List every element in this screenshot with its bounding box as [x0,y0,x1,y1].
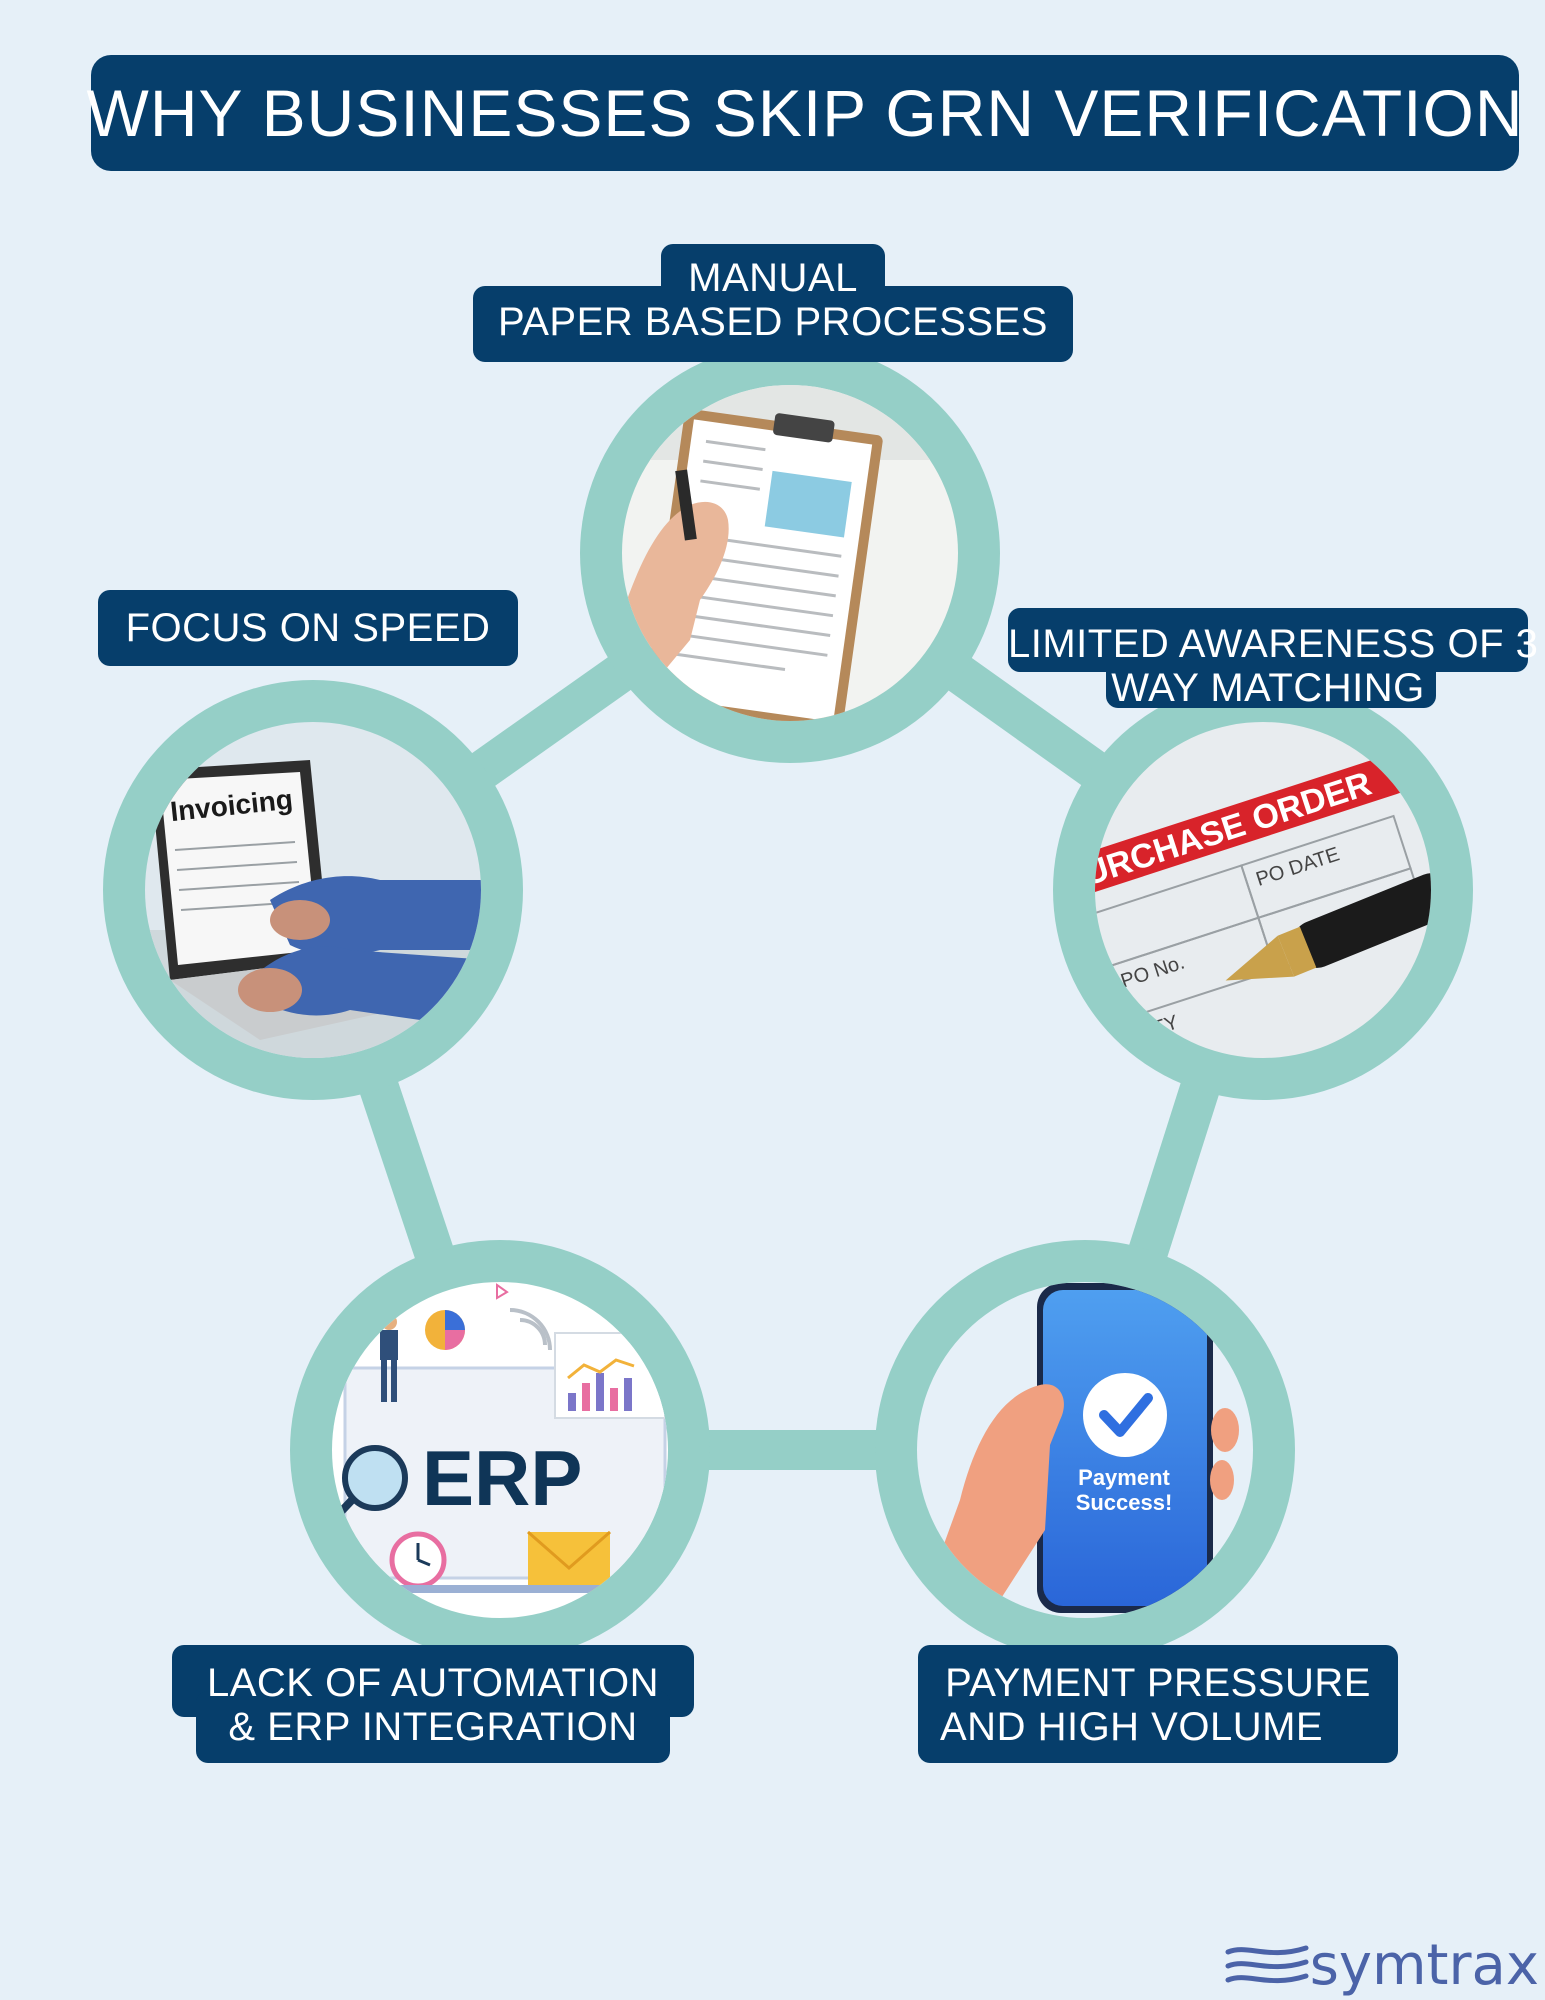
brand-name: symtrax [1309,1933,1539,1998]
erp-text: ERP [422,1434,582,1522]
node-payment: Payment Success! [875,1240,1295,1660]
clipboard-writing-icon [622,385,958,721]
label-aware-line2: WAY MATCHING [1111,666,1425,710]
label-speed-line1: FOCUS ON SPEED [125,606,491,650]
node-manual [580,343,1000,763]
node-automation: ERP [290,1240,710,1660]
label-manual-paper: MANUAL PAPER BASED PROCESSES [473,244,1073,362]
label-manual-line1: MANUAL [688,256,858,300]
page-title: WHY BUSINESSES SKIP GRN VERIFICATION [86,76,1524,150]
node-awareness: PURCHASE ORDER PO DATE PO No. QTY [1053,680,1473,1100]
label-pay-line1: PAYMENT PRESSURE [945,1661,1371,1705]
payment-line2-text: Success! [1076,1490,1173,1515]
label-payment-pressure: PAYMENT PRESSURE AND HIGH VOLUME [918,1645,1398,1763]
label-focus-speed: FOCUS ON SPEED [98,590,518,666]
phone-payment-icon: Payment Success! [917,1282,1253,1618]
label-aware-line1: LIMITED AWARENESS OF 3 [1008,622,1539,666]
brand-logo: symtrax [1224,1938,1539,1994]
wave-logo-icon [1225,1945,1309,1984]
label-manual-line2: PAPER BASED PROCESSES [498,300,1048,344]
erp-icon: ERP [332,1282,668,1618]
label-auto-line2: & ERP INTEGRATION [228,1705,638,1749]
payment-line1-text: Payment [1078,1465,1170,1490]
label-limited-awareness: LIMITED AWARENESS OF 3 WAY MATCHING [1008,608,1539,710]
label-pay-line2: AND HIGH VOLUME [940,1705,1324,1749]
label-auto-line1: LACK OF AUTOMATION [206,1661,660,1705]
label-lack-automation: LACK OF AUTOMATION & ERP INTEGRATION [172,1645,694,1763]
title-banner: WHY BUSINESSES SKIP GRN VERIFICATION [87,55,1522,171]
node-speed: Invoicing [103,680,523,1100]
purchase-order-icon: PURCHASE ORDER PO DATE PO No. QTY [1095,722,1431,1058]
